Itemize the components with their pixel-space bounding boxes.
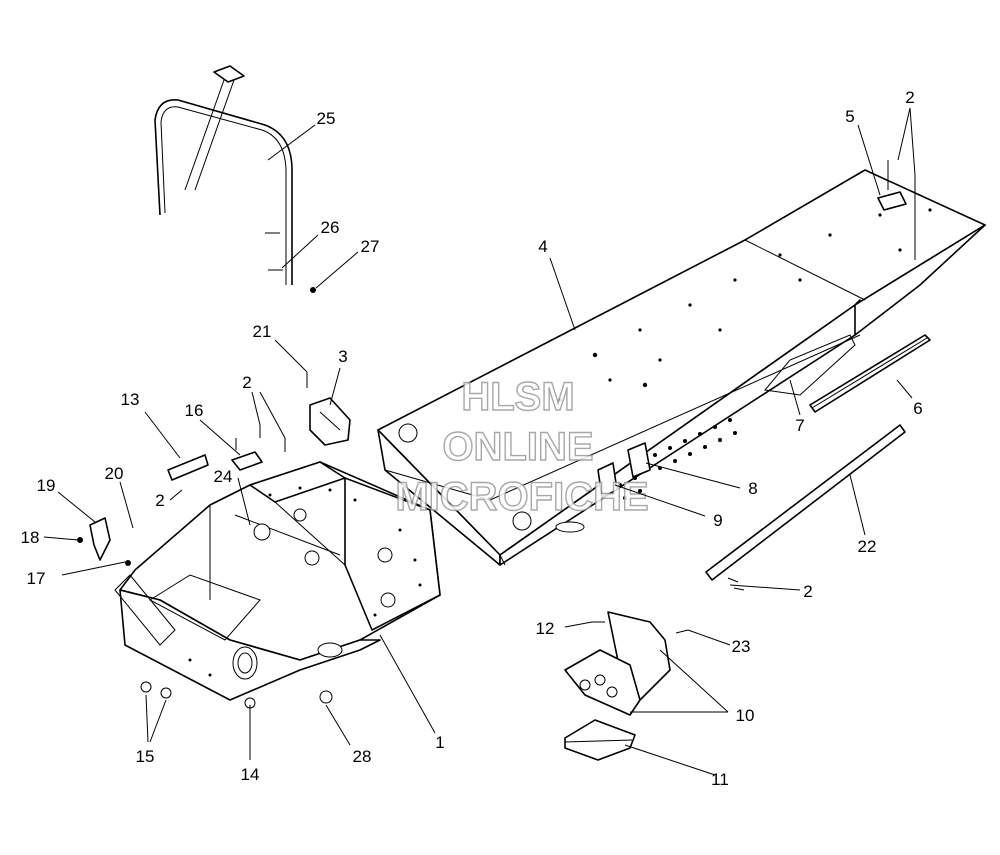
leader-lines <box>43 107 916 776</box>
bulkhead-rivets <box>188 486 422 677</box>
bracket-part-19 <box>89 517 111 561</box>
tunnel-perforations <box>618 418 737 500</box>
callout-4: 4 <box>538 237 547 256</box>
callout-11: 11 <box>711 770 729 789</box>
callout-12: 12 <box>536 619 555 638</box>
callout-5: 5 <box>845 107 854 126</box>
callout-27: 27 <box>361 237 380 256</box>
callout-22: 22 <box>858 537 877 556</box>
bolt-part-17 <box>125 560 131 566</box>
callout-14: 14 <box>241 765 260 784</box>
callout-2: 2 <box>803 582 812 601</box>
callout-24: 24 <box>214 467 233 486</box>
plate-part-8 <box>627 442 651 478</box>
callout-16: 16 <box>185 401 204 420</box>
bolt-part-18 <box>77 537 83 543</box>
callout-10: 10 <box>736 706 755 725</box>
watermark-line-2: ONLINE <box>442 425 593 469</box>
callout-2: 2 <box>242 373 251 392</box>
tunnel-rivets <box>558 208 932 402</box>
callout-15: 15 <box>136 747 155 766</box>
tunnel-part <box>377 169 986 566</box>
bracket-part-16 <box>231 451 263 471</box>
rivet-part-2f <box>727 577 739 583</box>
callout-26: 26 <box>321 218 340 237</box>
shield-part-10 <box>564 611 671 716</box>
watermark-line-1: HLSM <box>461 375 574 419</box>
callout-28: 28 <box>353 747 372 766</box>
screw-part-23 <box>675 629 689 634</box>
fasteners <box>77 160 916 709</box>
watermark-line-3: MICROFICHE <box>395 475 648 519</box>
callout-2: 2 <box>155 491 164 510</box>
handle-mount-plate <box>213 65 245 83</box>
callout-18: 18 <box>21 528 40 547</box>
bracket-part-11 <box>564 719 636 761</box>
nut-part-27 <box>310 287 316 293</box>
nut-part-15b <box>160 687 172 699</box>
callout-23: 23 <box>732 637 751 656</box>
bulkhead-part-1 <box>114 461 441 701</box>
rail-part-6 <box>809 334 931 413</box>
callout-6: 6 <box>913 399 922 418</box>
bracket-part-3 <box>309 397 351 446</box>
bracket-part-13 <box>167 454 209 481</box>
callout-3: 3 <box>338 347 347 366</box>
rivet-part-2g <box>733 587 745 591</box>
nut-part-15 <box>140 681 152 693</box>
callout-9: 9 <box>713 511 722 530</box>
callout-8: 8 <box>748 479 757 498</box>
callout-1: 1 <box>435 733 444 752</box>
plate-part-9 <box>597 462 618 498</box>
grommet-part-28 <box>319 690 333 704</box>
callout-17: 17 <box>27 569 46 588</box>
callout-2: 2 <box>905 88 914 107</box>
callouts: 1 2 2 2 2 3 4 5 6 7 8 9 10 11 12 13 14 1… <box>21 88 923 789</box>
callout-13: 13 <box>121 390 140 409</box>
callout-25: 25 <box>317 109 336 128</box>
rod-part-22 <box>705 424 906 581</box>
callout-19: 19 <box>37 476 56 495</box>
watermark: HLSM ONLINE MICROFICHE <box>395 374 650 519</box>
callout-20: 20 <box>105 464 124 483</box>
callout-21: 21 <box>253 322 272 341</box>
callout-7: 7 <box>795 416 804 435</box>
handle-part-25 <box>154 65 293 285</box>
flap-part-5 <box>877 191 907 211</box>
